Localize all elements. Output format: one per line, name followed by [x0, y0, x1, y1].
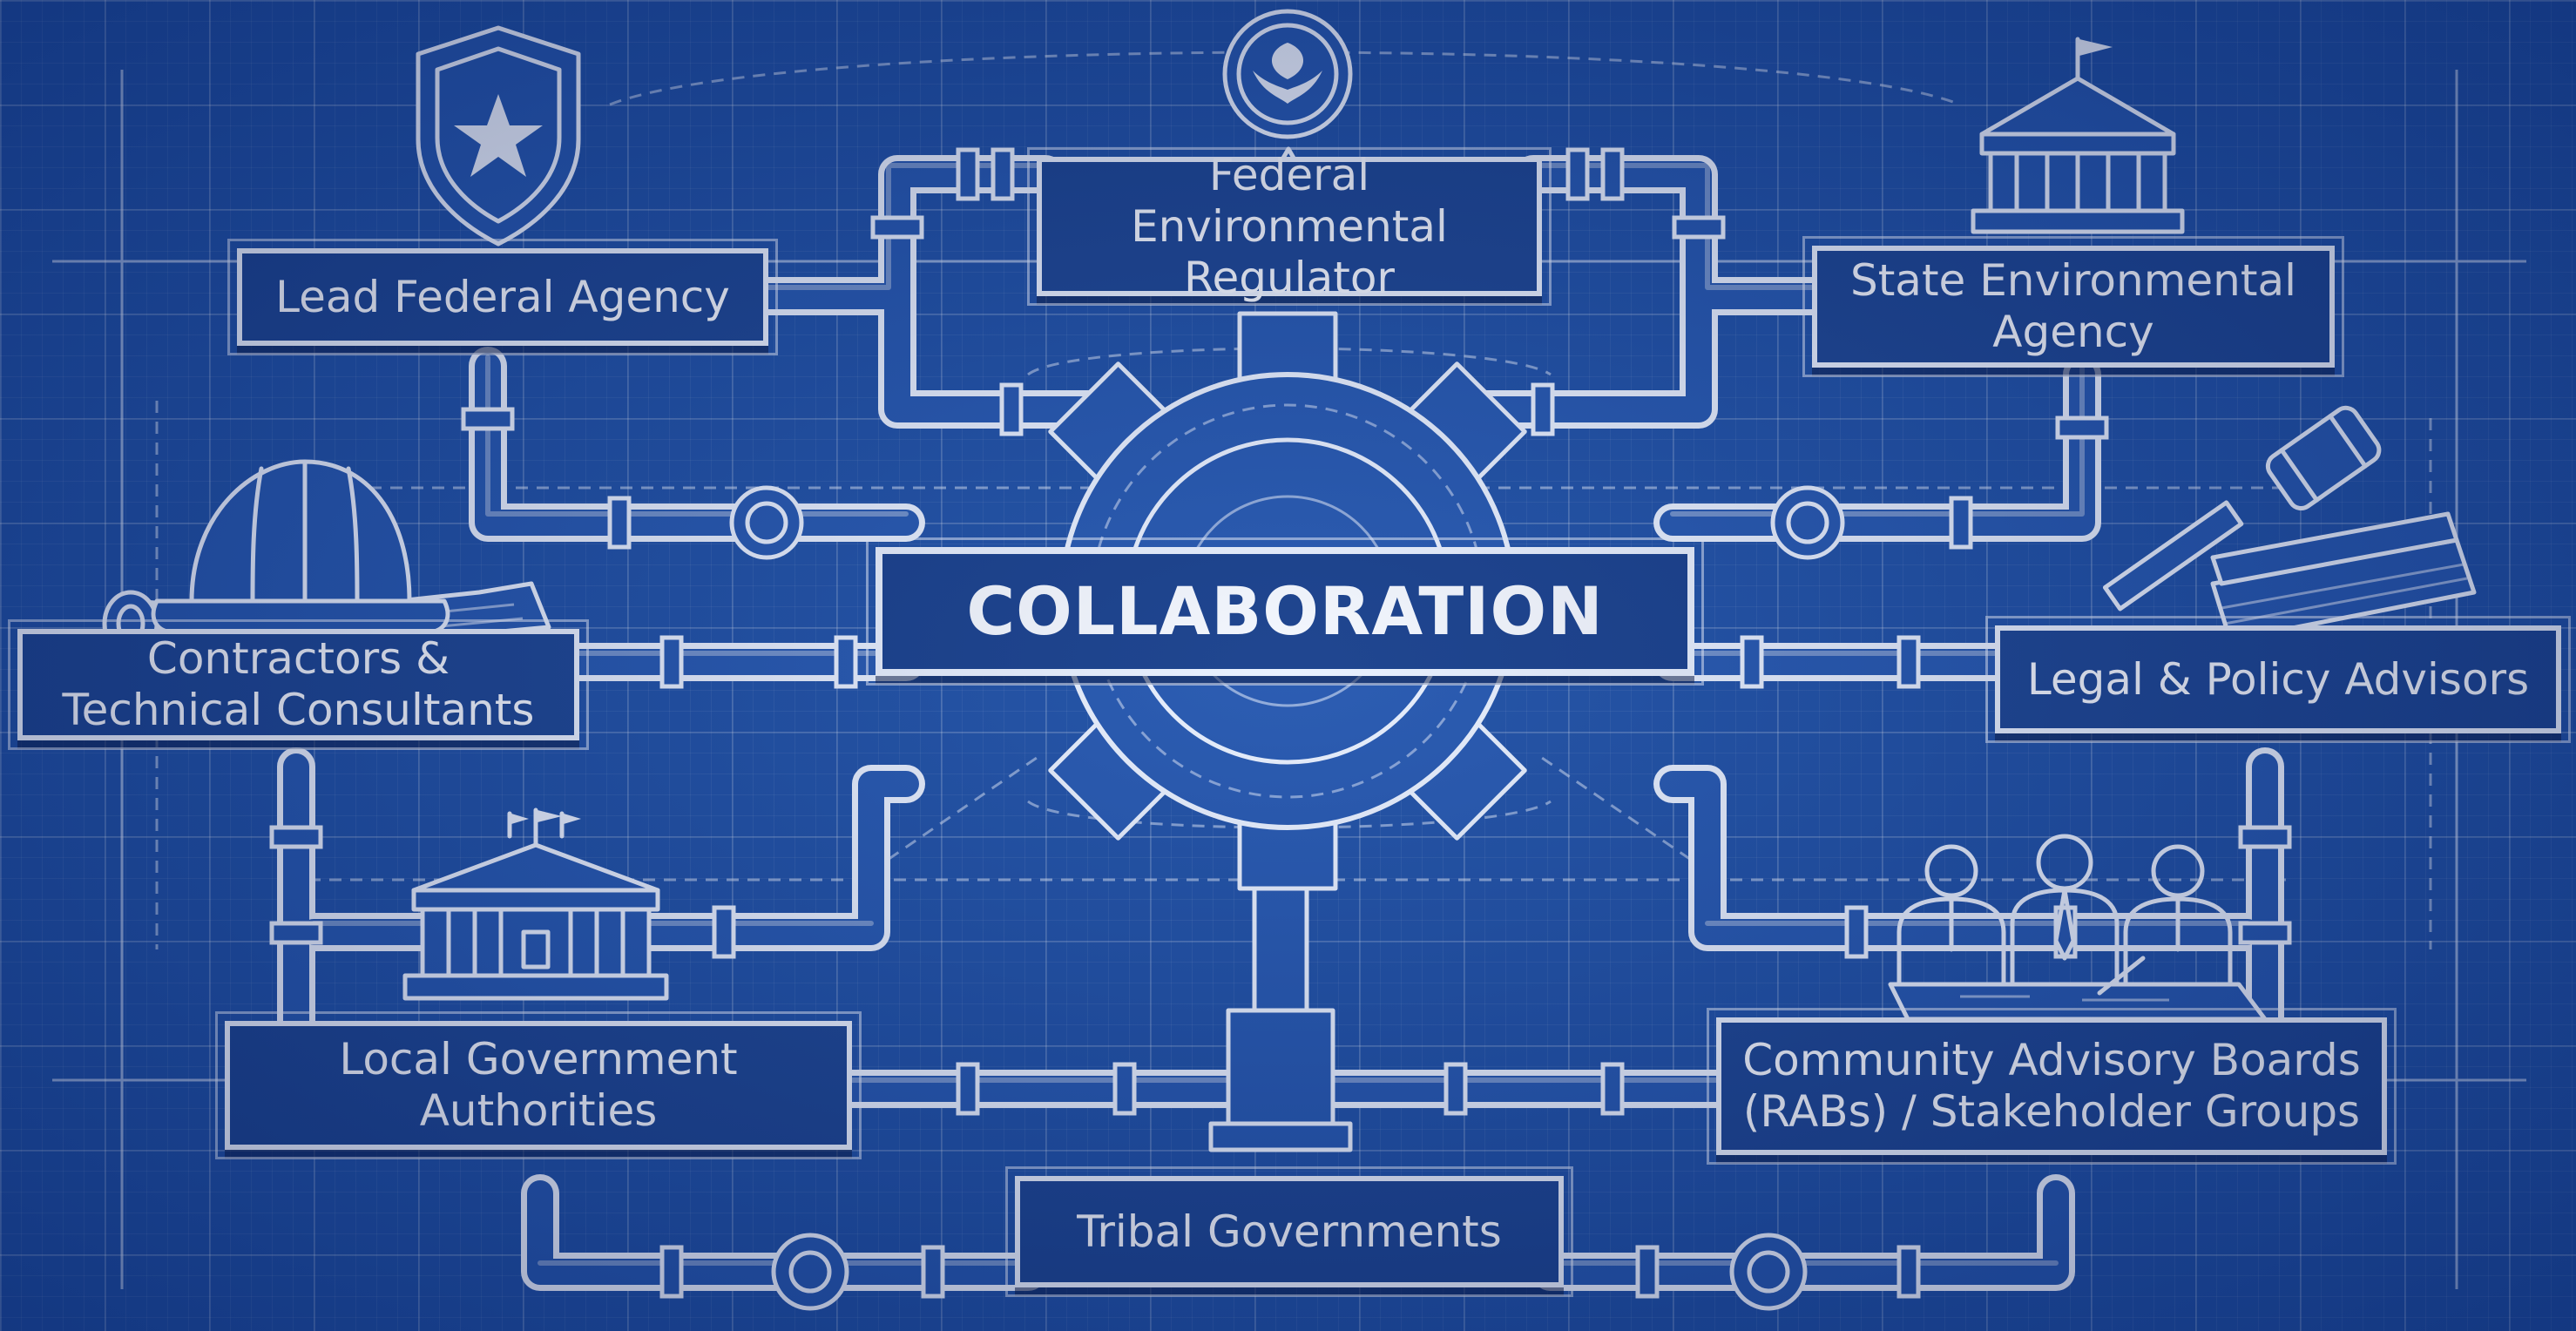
- node-label: Federal Environmental Regulator: [1131, 149, 1448, 303]
- shield-star-icon: [416, 25, 581, 247]
- capitol-building-icon: [1971, 37, 2185, 234]
- node-label: Tribal Governments: [1077, 1206, 1502, 1257]
- node-collaboration: COLLABORATION: [866, 537, 1704, 686]
- node-label: Community Advisory Boards (RABs) / Stake…: [1742, 1035, 2361, 1137]
- node-contractors-technical-consultants: Contractors & Technical Consultants: [8, 619, 589, 750]
- node-lead-federal-agency: Lead Federal Agency: [227, 239, 778, 355]
- node-community-advisory-boards: Community Advisory Boards (RABs) / Stake…: [1707, 1008, 2397, 1165]
- node-label: Contractors & Technical Consultants: [62, 633, 535, 735]
- node-local-government-authorities: Local Government Authorities: [215, 1011, 862, 1159]
- center-label: COLLABORATION: [966, 572, 1604, 651]
- node-legal-policy-advisors: Legal & Policy Advisors: [1985, 616, 2571, 743]
- leaf-seal-icon: [1222, 9, 1353, 174]
- node-label: State Environmental Agency: [1849, 255, 2297, 357]
- node-label: Local Government Authorities: [339, 1034, 738, 1136]
- government-building-icon: [402, 807, 669, 1001]
- node-tribal-governments: Tribal Governments: [1005, 1166, 1573, 1297]
- gavel-book-icon: [2102, 405, 2477, 643]
- node-label: Lead Federal Agency: [275, 271, 730, 322]
- node-state-environmental-agency: State Environmental Agency: [1802, 236, 2344, 377]
- node-label: Legal & Policy Advisors: [2026, 653, 2530, 705]
- meeting-people-icon: [1888, 834, 2268, 1022]
- node-federal-environmental-regulator: Federal Environmental Regulator: [1027, 147, 1552, 306]
